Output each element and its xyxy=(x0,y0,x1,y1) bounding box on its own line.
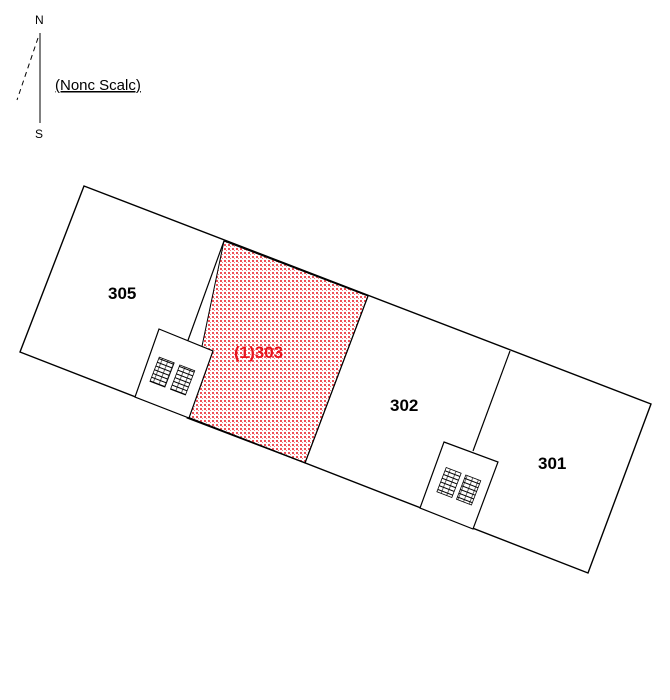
unit-label-305: 305 xyxy=(108,284,136,303)
compass-direction-line xyxy=(16,37,39,101)
wall-303-302 xyxy=(304,295,369,464)
stairwell-left xyxy=(134,328,214,419)
compass-south-label: S xyxy=(35,127,43,141)
stairwell-right xyxy=(419,441,499,530)
wall-305-303 xyxy=(186,240,225,344)
unit-label-301: 301 xyxy=(538,454,566,473)
unit-label-302: 302 xyxy=(390,396,418,415)
compass: N S xyxy=(16,13,44,141)
unit-label-303: (1)303 xyxy=(234,343,283,362)
building-outline xyxy=(19,185,652,574)
scale-note: (Nonc Scalc) xyxy=(55,77,141,94)
compass-north-label: N xyxy=(35,13,44,27)
wall-302-301 xyxy=(472,350,511,452)
